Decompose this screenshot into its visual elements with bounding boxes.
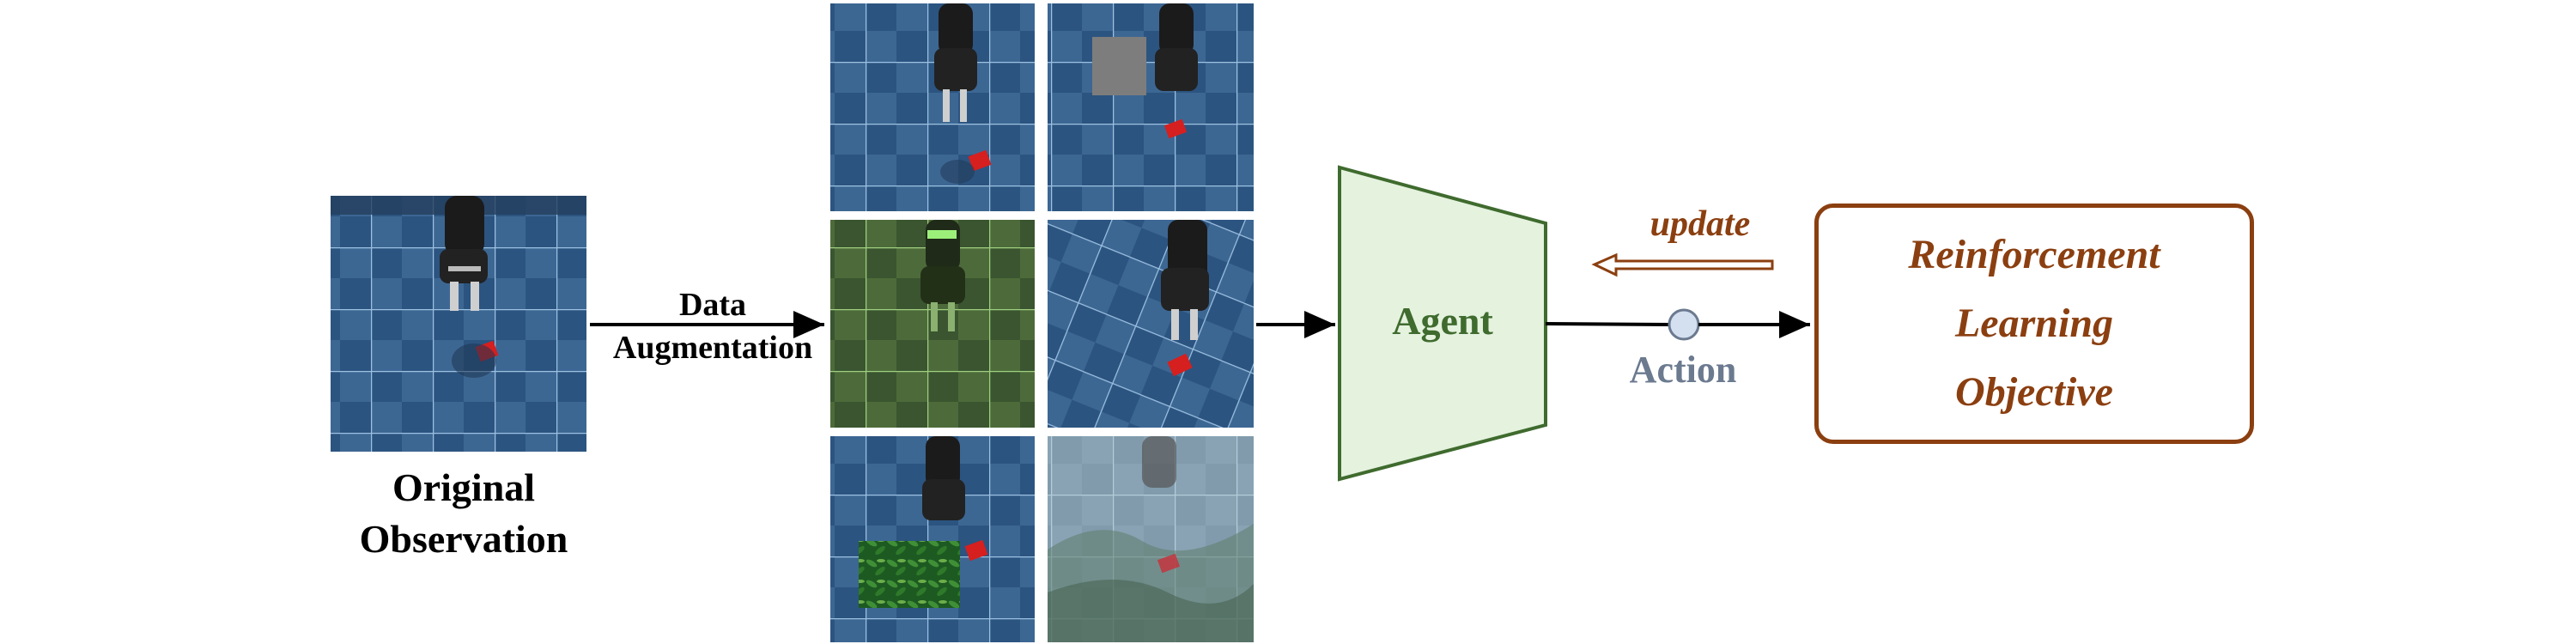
rl-objective-line: Learning [1954, 301, 2114, 346]
action-label: Action [1629, 349, 1737, 391]
rl-objective-box: Reinforcement Learning Objective [1814, 204, 2254, 444]
agent-to-action-line [1545, 322, 1671, 326]
augmented-view-plain [830, 3, 1035, 211]
rl-objective-line: Reinforcement [1908, 232, 2160, 277]
augmented-view-random-overlay [1048, 436, 1254, 642]
agent-network-shape [1338, 165, 1547, 482]
augmented-view-cutout [1048, 3, 1254, 211]
action-node [1668, 308, 1700, 341]
augmented-grid [830, 3, 1254, 642]
original-observation-label: Original Observation [359, 465, 568, 561]
gray-cutout-patch [1092, 37, 1146, 95]
data-augmentation-label: Data Augmentation [612, 287, 813, 366]
robot-arm-icon [440, 196, 488, 311]
augmented-view-rotation [1048, 220, 1254, 428]
rl-objective-line: Objective [1955, 369, 2113, 415]
augmented-view-color-jitter [830, 220, 1035, 428]
agent-label: Agent [1392, 299, 1493, 343]
augmented-view-cutout-color [830, 436, 1035, 642]
update-label: update [1649, 204, 1751, 244]
leaf-texture-patch [859, 541, 960, 608]
original-observation-image [331, 196, 586, 452]
update-arrow [1591, 252, 1774, 277]
